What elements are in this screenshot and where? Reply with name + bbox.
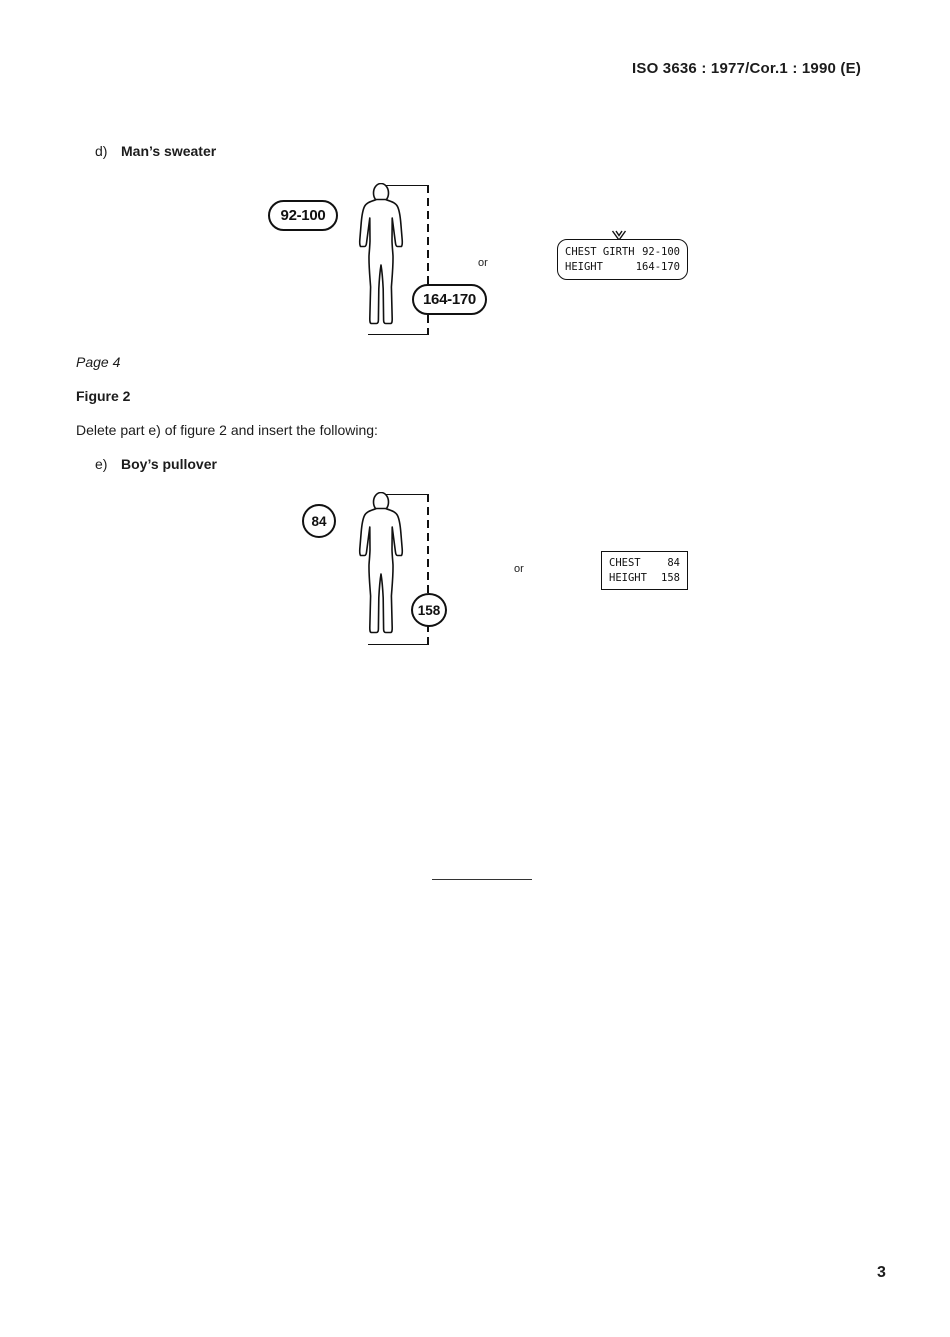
figure-man-sweater: 92-100 164-170 xyxy=(260,181,510,343)
height-dashed-line xyxy=(427,185,429,335)
tag-row: HEIGHT 164-170 xyxy=(558,260,687,275)
tag-label: CHEST GIRTH xyxy=(565,245,635,258)
tag-value: 164-170 xyxy=(635,260,680,273)
tag-label: HEIGHT xyxy=(565,260,603,273)
size-tag-boy-pullover: CHEST 84 HEIGHT 158 xyxy=(601,551,688,590)
human-figure-icon xyxy=(358,492,404,634)
tag-value: 158 xyxy=(661,571,680,584)
tag-row: HEIGHT 158 xyxy=(602,571,687,586)
chest-girth-bubble: 92-100 xyxy=(268,200,338,231)
tag-value: 84 xyxy=(667,556,680,569)
part-d-heading: d) Man’s sweater xyxy=(95,143,216,159)
or-label-d: or xyxy=(478,257,488,269)
human-figure-icon xyxy=(358,183,404,325)
page-number: 3 xyxy=(877,1264,886,1281)
part-e-heading: e) Boy’s pullover xyxy=(95,456,217,472)
section-divider xyxy=(432,879,532,880)
bottom-measure-line xyxy=(368,334,429,335)
figure-reference: Figure 2 xyxy=(76,388,131,404)
top-measure-line xyxy=(379,185,429,186)
top-measure-line xyxy=(379,494,429,495)
part-d-letter: d) xyxy=(95,143,108,159)
tag-value: 92-100 xyxy=(642,245,680,258)
page-reference: Page 4 xyxy=(76,354,121,370)
part-e-title: Boy’s pullover xyxy=(121,456,217,472)
tag-row: CHEST 84 xyxy=(602,556,687,571)
tag-label: HEIGHT xyxy=(609,571,647,584)
height-bubble: 164-170 xyxy=(412,284,487,315)
chest-girth-bubble: 84 xyxy=(302,504,336,538)
part-e-letter: e) xyxy=(95,456,108,472)
figure-boy-pullover: 84 158 xyxy=(290,490,540,655)
or-label-e: or xyxy=(514,563,524,575)
tag-row: CHEST GIRTH 92-100 xyxy=(558,245,687,260)
tag-label: CHEST xyxy=(609,556,641,569)
document-header-title: ISO 3636 : 1977/Cor.1 : 1990 (E) xyxy=(632,60,862,77)
part-d-title: Man’s sweater xyxy=(121,143,217,159)
height-bubble: 158 xyxy=(411,593,447,627)
bottom-measure-line xyxy=(368,644,429,645)
height-dashed-line xyxy=(427,494,429,645)
edit-instruction: Delete part e) of figure 2 and insert th… xyxy=(76,422,378,438)
size-tag-man-sweater: CHEST GIRTH 92-100 HEIGHT 164-170 xyxy=(557,239,688,280)
